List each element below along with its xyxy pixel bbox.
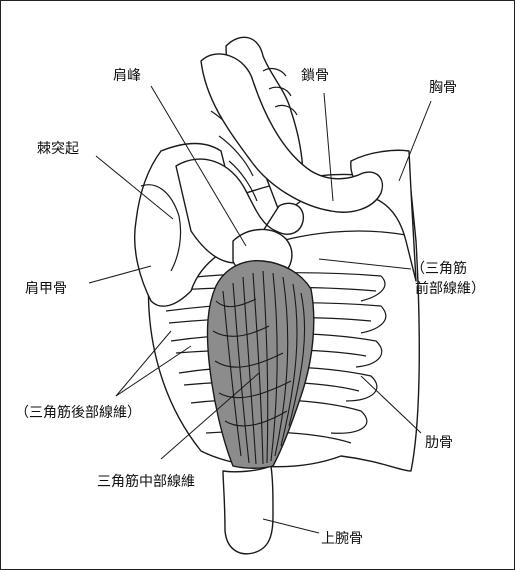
label-anterior-line2: 前部線維） <box>415 280 485 297</box>
label-scapula: 肩甲骨 <box>25 281 67 297</box>
label-clavicle: 鎖骨 <box>301 68 329 84</box>
leader-sternum <box>399 101 431 181</box>
label-ribs: 肋骨 <box>425 435 453 451</box>
label-sternum: 胸骨 <box>429 80 457 96</box>
label-posterior: （三角筋後部線維） <box>15 404 141 421</box>
humerus-bone <box>223 466 273 554</box>
label-anterior-line1: （三角筋 <box>411 260 467 277</box>
label-humerus: 上腕骨 <box>321 531 363 547</box>
label-acromion: 肩峰 <box>113 68 141 84</box>
label-spine: 棘突起 <box>37 141 79 157</box>
label-middle: 三角筋中部線維 <box>97 473 195 490</box>
